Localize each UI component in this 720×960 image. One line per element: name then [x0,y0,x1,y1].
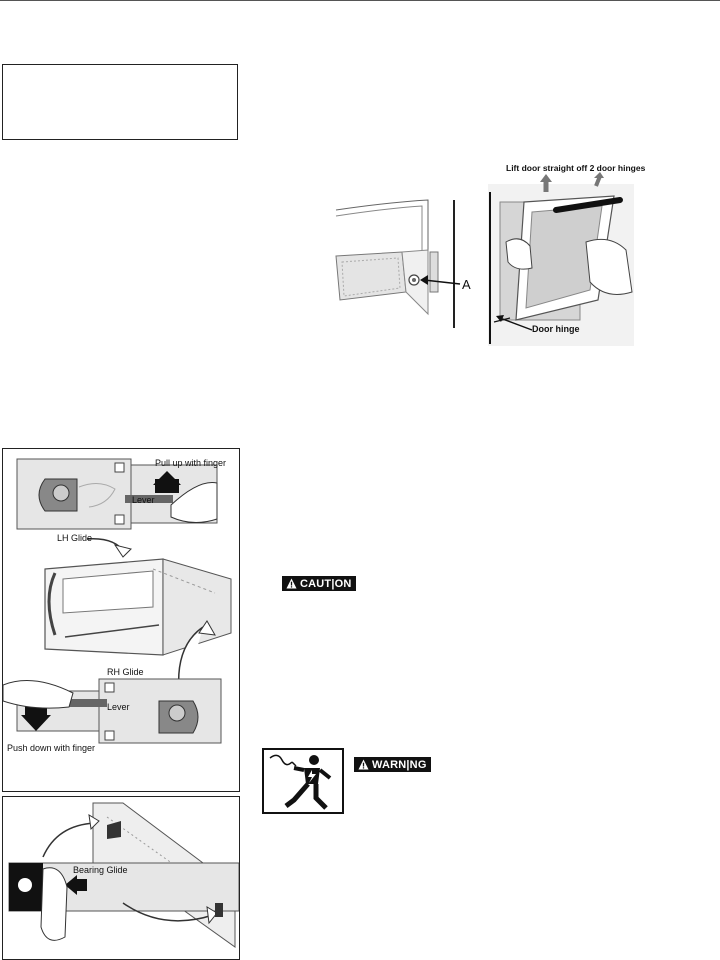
door-hinge-label: Door hinge [532,324,580,334]
lift-door-label: Lift door straight off 2 door hinges [506,163,646,173]
drawer-glide-illustration [3,458,232,744]
rh-glide-label: RH Glide [107,667,144,677]
bearing-glide-panel: Bearing Glide [2,796,240,960]
door-removal-illustration [488,172,634,346]
pull-up-label: Pull up with finger [155,458,227,468]
warning-text: WARN|NG [372,758,427,771]
bearing-glide-illustration [8,802,239,948]
electric-shock-icon [269,754,332,810]
lh-glide-label: LH Glide [57,533,93,543]
electric-shock-box [262,748,344,814]
lever-label-right: Lever [107,702,130,712]
warning-triangle-icon [358,759,369,770]
drawer-glide-panel: Pull up with finger Lever LH Glide RH Gl… [2,448,240,792]
note-box [2,64,238,140]
push-down-label: Push down with finger [7,743,96,753]
caution-badge: CAUT|ON [282,576,356,591]
warning-badge: WARN|NG [354,757,431,772]
lever-label-left: Lever [132,495,155,505]
caution-text: CAUT|ON [300,577,352,590]
point-a-label: A [462,277,471,292]
top-rule [0,0,720,1]
bearing-glide-label: Bearing Glide [73,865,128,875]
door-hinge-illustration [335,199,461,328]
warning-triangle-icon [286,578,297,589]
